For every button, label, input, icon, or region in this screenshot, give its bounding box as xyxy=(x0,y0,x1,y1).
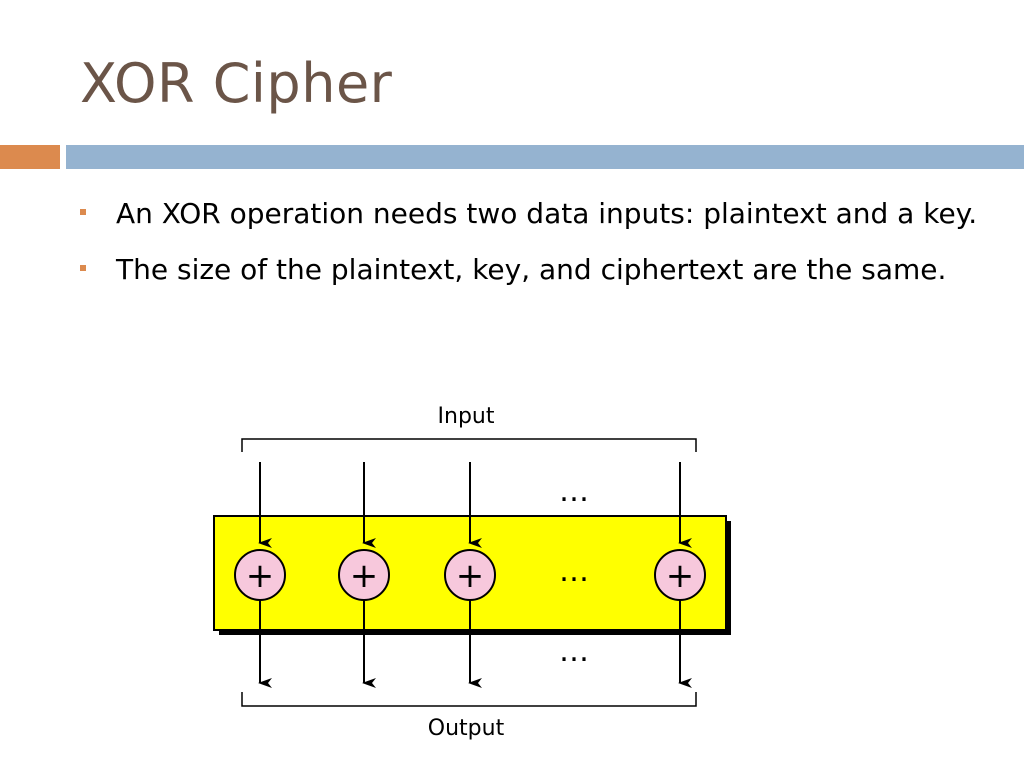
input-bracket xyxy=(241,438,697,452)
bullet-marker-icon xyxy=(80,209,86,215)
xor-operator-symbol: + xyxy=(456,556,485,596)
bullet-text: An XOR operation needs two data inputs: … xyxy=(116,197,978,230)
slide-title: XOR Cipher xyxy=(80,52,393,115)
ellipsis-top: … xyxy=(559,474,589,509)
xor-diagram: Input + + + + … … … Output xyxy=(213,404,731,741)
bullet-item: The size of the plaintext, key, and ciph… xyxy=(80,246,980,294)
xor-operator-icon xyxy=(654,549,706,601)
bullet-list: An XOR operation needs two data inputs: … xyxy=(80,190,980,302)
input-label: Input xyxy=(438,404,495,429)
output-label: Output xyxy=(428,716,505,741)
title-rule-accent xyxy=(0,145,60,169)
xor-operator-icon xyxy=(338,549,390,601)
xor-operator-icon xyxy=(234,549,286,601)
xor-operator-icon xyxy=(444,549,496,601)
title-rule xyxy=(66,145,1024,169)
bullet-text: The size of the plaintext, key, and ciph… xyxy=(116,253,947,286)
bullet-marker-icon xyxy=(80,265,86,271)
xor-operator-symbol: + xyxy=(246,556,275,596)
bullet-item: An XOR operation needs two data inputs: … xyxy=(80,190,980,238)
ellipsis-bottom: … xyxy=(559,634,589,669)
output-bracket xyxy=(241,692,697,707)
ellipsis-middle: … xyxy=(559,554,589,589)
xor-operator-symbol: + xyxy=(350,556,379,596)
xor-operator-symbol: + xyxy=(666,556,695,596)
